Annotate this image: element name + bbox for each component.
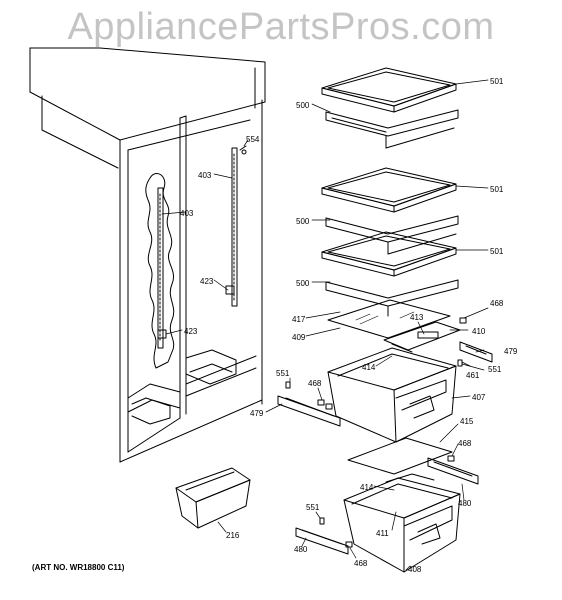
- callout-414-b: 414: [360, 483, 374, 492]
- glass-reflection: [355, 311, 415, 325]
- callout-414-a: 414: [362, 363, 376, 372]
- stop-468-lower-left: [345, 541, 353, 548]
- callout-480-b: 480: [294, 545, 308, 554]
- glass-shelf-409: [327, 299, 451, 339]
- callout-415: 415: [460, 417, 474, 426]
- shelf-assembly-3: [321, 231, 459, 317]
- drawer-slide-480-left: [295, 527, 349, 555]
- bracket-423-lower: [157, 329, 167, 339]
- callout-468-c: 468: [458, 439, 472, 448]
- shelf-rail-403-right: [231, 147, 238, 307]
- callout-409: 409: [292, 333, 306, 342]
- callout-461: 461: [466, 371, 480, 380]
- callout-403-a: 403: [198, 171, 212, 180]
- drawer-slide-479-left: [277, 395, 341, 427]
- callout-413: 413: [410, 313, 424, 322]
- rear-duct: [145, 173, 175, 369]
- callout-554: 554: [246, 135, 260, 144]
- door-bin-216: [175, 467, 251, 529]
- callout-501-b: 501: [490, 185, 504, 194]
- art-number: (ART NO. WR18800 C11): [32, 563, 125, 572]
- callout-216: 216: [226, 531, 240, 540]
- callout-551-c: 551: [306, 503, 320, 512]
- drawer-slide-479-right: [459, 341, 493, 363]
- callout-403-b: 403: [180, 209, 194, 218]
- callouts: 501 500 554 403 403 501 500 501 423 500 …: [180, 77, 518, 574]
- callout-479-a: 479: [504, 347, 518, 356]
- screw-551-c: [319, 517, 325, 525]
- callout-501-a: 501: [490, 77, 504, 86]
- callout-479-b: 479: [250, 409, 264, 418]
- callout-500-b: 500: [296, 217, 310, 226]
- screw-551-b: [457, 359, 463, 367]
- callout-500-c: 500: [296, 279, 310, 288]
- screw-554: [239, 145, 247, 155]
- leader-lines: [161, 79, 489, 571]
- crisper-cover-frame: [383, 321, 461, 353]
- callout-500-a: 500: [296, 101, 310, 110]
- shelf-rail-403-left: [157, 187, 164, 349]
- callout-423-a: 423: [200, 277, 214, 286]
- callout-411: 411: [376, 529, 389, 538]
- screw-551-a: [285, 381, 291, 389]
- stop-468-upper: [317, 399, 333, 410]
- stop-468-lower-right: [447, 455, 455, 462]
- bracket-423-upper: [225, 285, 235, 295]
- callout-423-b: 423: [184, 327, 198, 336]
- callout-551-a: 551: [276, 369, 290, 378]
- callout-468-d: 468: [354, 559, 368, 568]
- callout-480-a: 480: [458, 499, 472, 508]
- callout-551-b: 551: [488, 365, 502, 374]
- watermark-logo: AppliancePartsPros.com: [67, 6, 495, 48]
- crisper-drawer-407: [327, 347, 457, 443]
- callout-417: 417: [292, 315, 306, 324]
- callout-408: 408: [408, 565, 422, 574]
- stop-468-right: [459, 317, 467, 324]
- shelf-assembly-1: [321, 67, 459, 149]
- glass-shelf-415: [347, 437, 453, 475]
- callout-468-a: 468: [490, 299, 504, 308]
- shelf-assembly-2: [321, 167, 459, 255]
- crisper-drawer-408: [343, 473, 461, 573]
- callout-410: 410: [472, 327, 486, 336]
- callout-468-b: 468: [308, 379, 322, 388]
- callout-501-c: 501: [490, 247, 504, 256]
- drawer-slide-480-right: [427, 457, 479, 485]
- callout-407: 407: [472, 393, 486, 402]
- cabinet: [29, 47, 266, 463]
